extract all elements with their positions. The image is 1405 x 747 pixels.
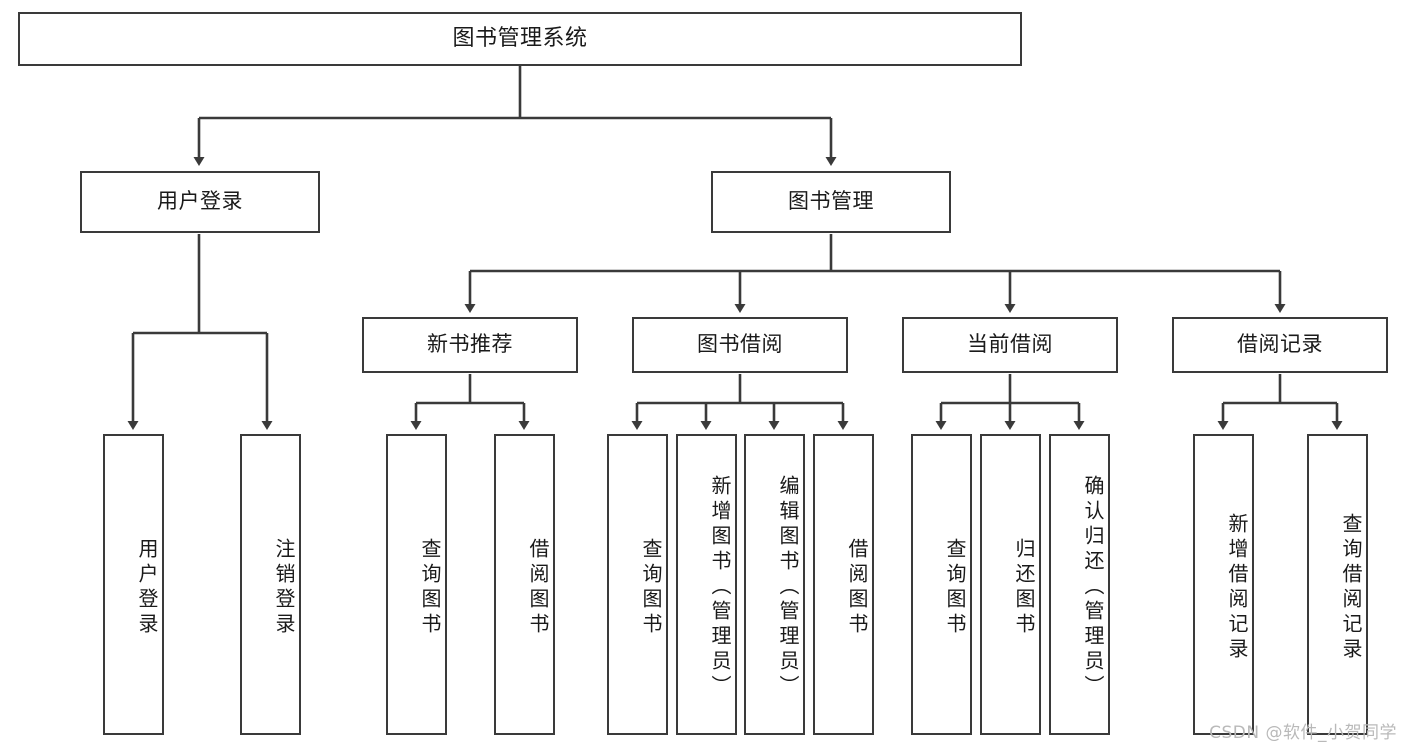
node-label: 用户登录 — [135, 537, 159, 638]
node-label: 查询借阅记录 — [1339, 512, 1363, 663]
node-current-borrow[interactable]: 当前借阅 — [902, 317, 1118, 373]
leaf-book-borrow-borrow-book[interactable]: 借阅图书 — [813, 434, 874, 735]
node-label: 新书推荐 — [427, 332, 513, 357]
node-root-book-management-system[interactable]: 图书管理系统 — [18, 12, 1022, 66]
node-user-login[interactable]: 用户登录 — [80, 171, 320, 233]
watermark: CSDN @软件_小贺同学 — [1209, 723, 1397, 743]
node-label: 借阅记录 — [1237, 332, 1323, 357]
leaf-book-borrow-add-book-admin[interactable]: 新增图书（管理员） — [676, 434, 737, 735]
node-label: 注销登录 — [272, 537, 296, 638]
leaf-user-login-logout[interactable]: 注销登录 — [240, 434, 301, 735]
leaf-current-borrow-confirm-return-admin[interactable]: 确认归还（管理员） — [1049, 434, 1110, 735]
leaf-current-borrow-return-book[interactable]: 归还图书 — [980, 434, 1041, 735]
node-label: 查询图书 — [943, 537, 967, 638]
node-label: 图书借阅 — [697, 332, 783, 357]
node-label: 当前借阅 — [967, 332, 1053, 357]
node-label: 图书管理系统 — [452, 25, 588, 51]
node-label: 用户登录 — [157, 189, 243, 214]
node-new-book-recommend[interactable]: 新书推荐 — [362, 317, 578, 373]
node-label: 图书管理 — [788, 189, 874, 214]
node-label: 借阅图书 — [845, 537, 869, 638]
leaf-current-borrow-query-book[interactable]: 查询图书 — [911, 434, 972, 735]
node-label: 借阅图书 — [526, 537, 550, 638]
node-book-borrow[interactable]: 图书借阅 — [632, 317, 848, 373]
leaf-borrow-record-query-record[interactable]: 查询借阅记录 — [1307, 434, 1368, 735]
node-label: 新增图书（管理员） — [708, 475, 732, 700]
node-label: 归还图书 — [1012, 537, 1036, 638]
node-label: 查询图书 — [639, 537, 663, 638]
leaf-new-book-query-book[interactable]: 查询图书 — [386, 434, 447, 735]
leaf-user-login-login[interactable]: 用户登录 — [103, 434, 164, 735]
node-label: 确认归还（管理员） — [1081, 475, 1105, 700]
node-book-management[interactable]: 图书管理 — [711, 171, 951, 233]
leaf-book-borrow-query-book[interactable]: 查询图书 — [607, 434, 668, 735]
leaf-book-borrow-edit-book-admin[interactable]: 编辑图书（管理员） — [744, 434, 805, 735]
node-label: 新增借阅记录 — [1225, 512, 1249, 663]
node-label: 查询图书 — [418, 537, 442, 638]
node-borrow-record[interactable]: 借阅记录 — [1172, 317, 1388, 373]
node-label: 编辑图书（管理员） — [776, 475, 800, 700]
leaf-new-book-borrow-book[interactable]: 借阅图书 — [494, 434, 555, 735]
leaf-borrow-record-add-record[interactable]: 新增借阅记录 — [1193, 434, 1254, 735]
